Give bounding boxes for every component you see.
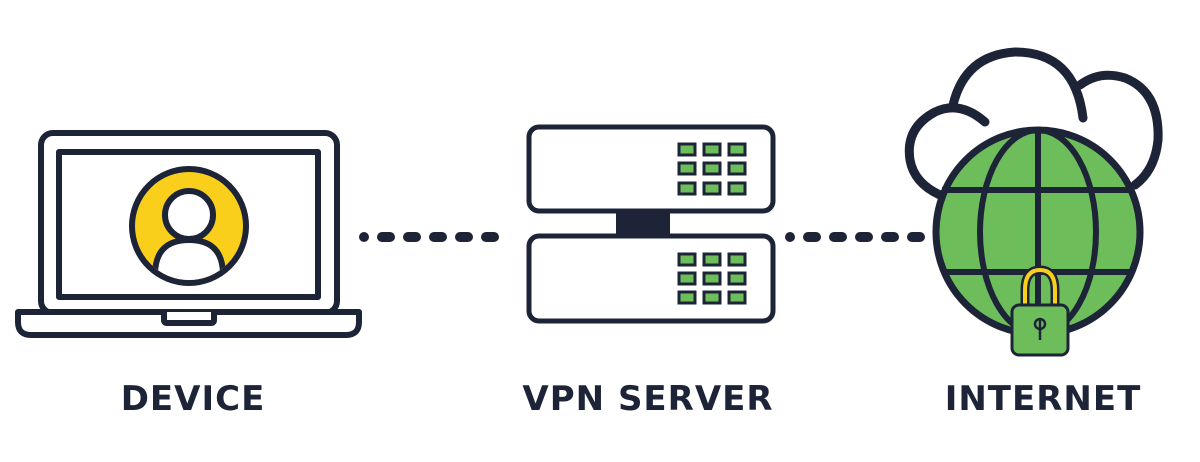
vpn-server-label: VPN SERVER xyxy=(522,379,773,419)
lock-icon xyxy=(1010,265,1070,357)
user-avatar-icon xyxy=(129,166,249,286)
internet-label: INTERNET xyxy=(945,379,1142,419)
cloud-icon xyxy=(904,47,1163,200)
device-label: DEVICE xyxy=(121,379,266,419)
server-icon xyxy=(526,124,776,324)
globe-icon xyxy=(932,126,1144,338)
